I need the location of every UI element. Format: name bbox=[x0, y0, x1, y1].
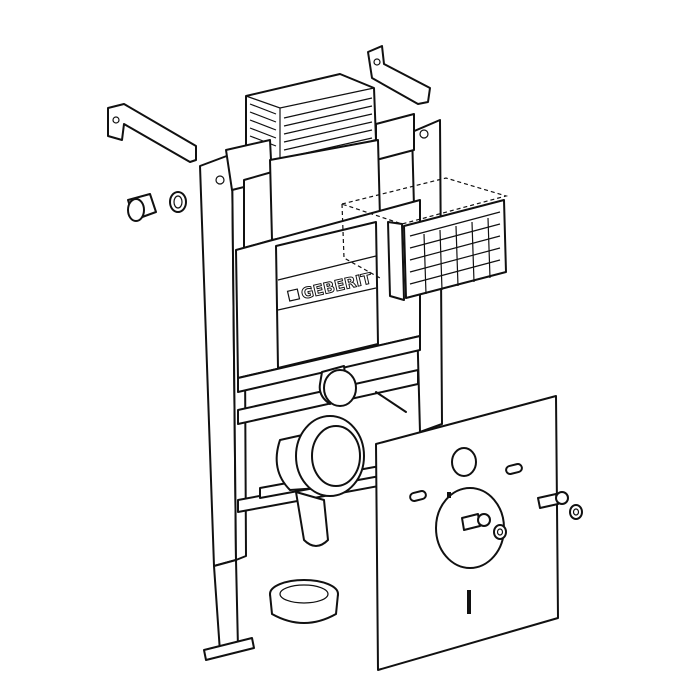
flush-elbow bbox=[318, 365, 407, 413]
right-wall-bracket bbox=[367, 45, 431, 105]
cistern-insulation-box bbox=[339, 177, 509, 301]
sound-insulation-plate bbox=[375, 395, 559, 671]
front-panel: GEBERIT bbox=[275, 221, 379, 369]
left-wall-bracket bbox=[107, 103, 197, 163]
water-connection-valve bbox=[127, 191, 187, 222]
drain-bend bbox=[275, 415, 365, 547]
drain-sleeve bbox=[269, 579, 339, 624]
mounting-screws bbox=[461, 491, 583, 540]
